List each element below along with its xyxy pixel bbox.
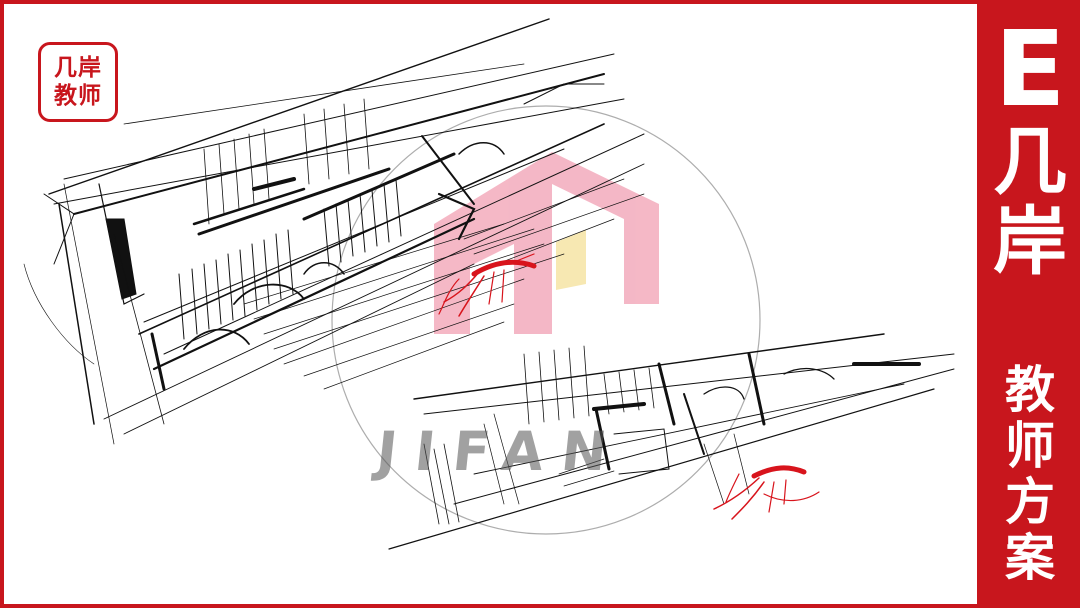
shrimp-icon: [438, 253, 537, 317]
sidebar-brand-char: 几: [993, 119, 1067, 205]
sketch-canvas: JIFAN 几岸 教师: [4, 4, 977, 604]
sketch-lower-building: [388, 333, 955, 550]
brand-stamp-logo: 几岸 教师: [38, 42, 118, 122]
sidebar-brand-char: 岸: [993, 199, 1067, 285]
shrimp-icon: [713, 465, 820, 520]
sidebar-letter: E: [994, 8, 1066, 130]
sidebar-motto-char: 方: [1005, 473, 1055, 531]
watermark-text: JIFAN: [370, 420, 628, 483]
sketch-upper-building: [23, 18, 645, 445]
sidebar-motto: 教 师 方 案: [980, 362, 1080, 586]
sidebar-motto-char: 师: [1005, 417, 1055, 475]
sidebar-motto-char: 案: [1005, 529, 1055, 587]
sidebar-brand: 几 岸: [980, 122, 1080, 282]
architectural-sketch: JIFAN: [23, 18, 955, 550]
watermark-circle: [331, 105, 761, 535]
watermark-house-shape: [434, 152, 659, 334]
sidebar-banner: E 几 岸 教 师 方 案: [980, 0, 1080, 608]
stamp-line-1: 几岸: [54, 55, 102, 81]
sidebar-motto-char: 教: [1005, 361, 1055, 419]
stamp-line-2: 教师: [54, 83, 102, 109]
